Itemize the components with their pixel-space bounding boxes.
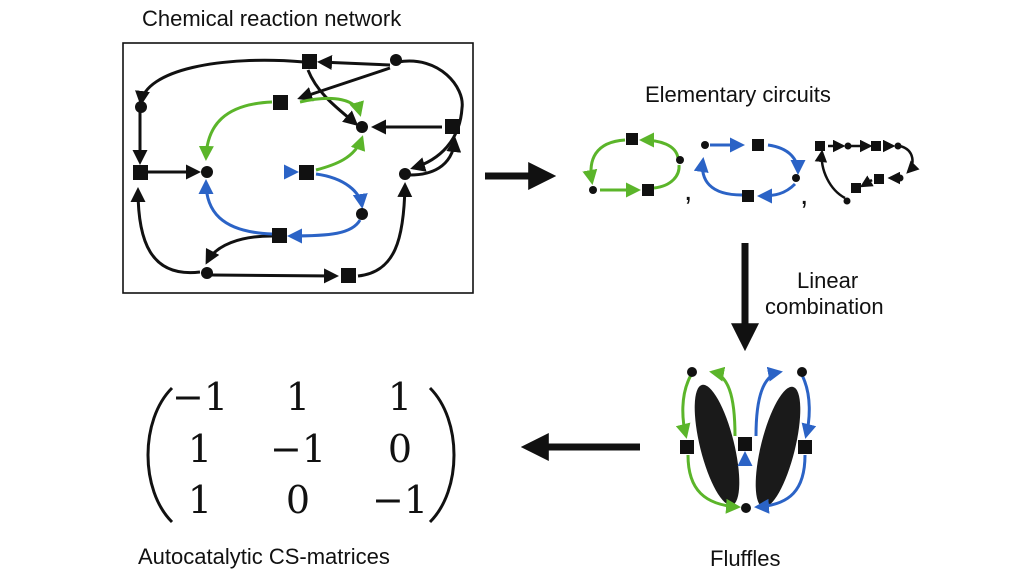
edge-arrow <box>315 172 368 209</box>
reaction-node <box>273 95 288 110</box>
reaction-node <box>815 141 825 151</box>
edge-arrow <box>397 59 464 172</box>
fluffle-blob <box>694 384 740 506</box>
matrix-cell: 1 <box>188 478 212 522</box>
edge-arrow <box>297 66 391 102</box>
edge-arrow <box>198 100 273 161</box>
species-node <box>687 367 697 377</box>
reaction-node <box>341 268 356 283</box>
edge-arrow <box>409 137 462 177</box>
elementary-circuits-title: Elementary circuits <box>645 82 831 107</box>
species-node <box>896 174 904 182</box>
species-node <box>201 166 213 178</box>
reaction-node <box>299 165 314 180</box>
linear-combination-label-line2: combination <box>765 294 884 319</box>
reaction-node <box>133 165 148 180</box>
matrix-cell: −1 <box>270 427 326 471</box>
species-node <box>201 267 213 279</box>
species-node <box>797 367 807 377</box>
edge-arrow <box>315 135 366 172</box>
crn-network <box>122 42 474 294</box>
elementary-circuit-black <box>814 139 920 205</box>
elementary-circuit-green <box>582 132 684 198</box>
reaction-node <box>851 183 861 193</box>
reaction-node <box>874 174 884 184</box>
comma-separator: , <box>800 178 808 211</box>
matrix-cell: 1 <box>286 375 310 419</box>
reaction-node <box>302 54 317 69</box>
reaction-node <box>445 119 460 134</box>
species-node <box>792 174 800 182</box>
reaction-node <box>742 190 754 202</box>
species-node <box>701 141 709 149</box>
matrix-cell: 1 <box>188 427 212 471</box>
edge-arrow <box>205 234 273 265</box>
matrix-cell: 0 <box>286 478 310 522</box>
species-node <box>356 208 368 220</box>
species-node <box>135 101 147 113</box>
fluffles-title: Fluffles <box>710 546 781 571</box>
fluffle-diagram <box>675 366 817 514</box>
linear-combination-label-line1: Linear <box>797 268 859 293</box>
edge-arrow <box>130 187 201 275</box>
cs-matrices-title: Autocatalytic CS-matrices <box>138 544 390 569</box>
reaction-node <box>738 437 752 451</box>
matrix-cell: 1 <box>388 375 412 419</box>
cs-matrix: −1 1 1 1 −1 0 1 0 −1 <box>146 375 456 524</box>
species-node <box>741 503 751 513</box>
reaction-node <box>798 440 812 454</box>
species-node <box>356 121 368 133</box>
matrix-cell: −1 <box>372 478 428 522</box>
matrix-cell: 0 <box>388 427 412 471</box>
crn-frame <box>122 42 474 294</box>
edge-arrow <box>287 219 362 244</box>
species-node <box>676 156 684 164</box>
comma-separator: , <box>684 174 692 207</box>
edge-arrow <box>135 58 305 106</box>
species-node <box>390 54 402 66</box>
edge-arrow <box>306 69 359 126</box>
matrix-cell: −1 <box>172 375 228 419</box>
edge-arrow <box>198 179 273 236</box>
fluffle-blob <box>755 386 801 508</box>
species-node <box>894 142 902 150</box>
reaction-node <box>680 440 694 454</box>
species-node <box>843 197 851 205</box>
crn-title: Chemical reaction network <box>142 6 402 31</box>
matrix-right-paren <box>428 386 456 524</box>
matrix-left-paren <box>146 386 174 524</box>
edge-arrow <box>211 268 339 284</box>
reaction-node <box>752 139 764 151</box>
species-node <box>844 142 852 150</box>
species-node <box>589 186 597 194</box>
elementary-circuit-blue <box>693 137 806 204</box>
flow-arrows <box>485 162 759 461</box>
reaction-node <box>272 228 287 243</box>
reaction-node <box>871 141 881 151</box>
edge-arrow <box>357 182 413 278</box>
edge-arrow <box>317 55 391 71</box>
edge-arrow <box>299 96 364 117</box>
species-node <box>399 168 411 180</box>
reaction-node <box>642 184 654 196</box>
reaction-node <box>626 133 638 145</box>
